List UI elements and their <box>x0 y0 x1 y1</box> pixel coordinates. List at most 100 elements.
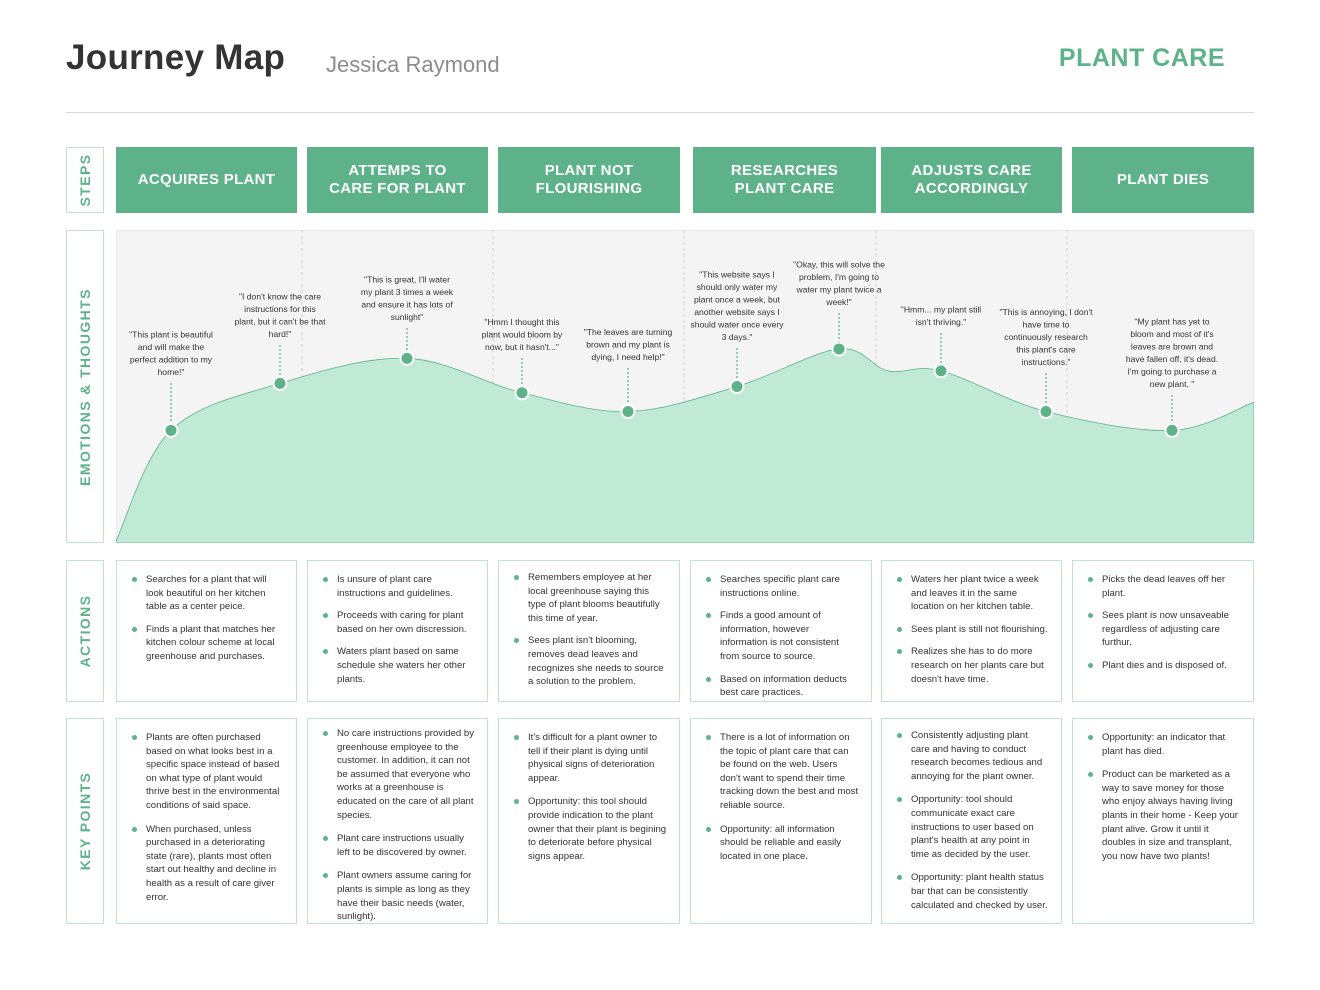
list-item: There is a lot of information on the top… <box>703 731 859 813</box>
list-item: Proceeds with caring for plant based on … <box>320 609 475 636</box>
emotion-quote-line: my plant 3 times a week <box>361 287 454 297</box>
step-not-flourishing: PLANT NOT FLOURISHING <box>498 147 680 213</box>
row-label-emotions: EMOTIONS & THOUGHTS <box>66 230 104 543</box>
emotion-point <box>1038 404 1054 420</box>
list-item: Waters her plant twice a week and leaves… <box>894 573 1049 614</box>
emotion-quote-line: "This is annoying, I don't <box>999 307 1093 317</box>
emotion-quote-line: now, but it hasn't..." <box>485 342 559 352</box>
step-acquires-plant: ACQUIRES PLANT <box>116 147 297 213</box>
emotion-quote-line: another website says I <box>694 307 780 317</box>
emotion-quote-line: bloom and most of it's <box>1130 329 1213 339</box>
emotion-quote: "My plant has yet to bloom and most of it… <box>1126 317 1218 390</box>
emotion-point <box>163 422 179 438</box>
list-item: Realizes she has to do more research on … <box>894 645 1049 686</box>
list-item: Sees plant is still not flourishing. <box>894 623 1049 637</box>
emotion-quote-line: should only water my <box>697 282 778 292</box>
project-title: PLANT CARE <box>1058 44 1225 72</box>
list-item: Plant care instructions usually left to … <box>320 832 475 859</box>
list-item: Sees plant isn't blooming, removes dead … <box>511 634 667 688</box>
actions-cell: Searches specific plant care instruction… <box>690 560 872 702</box>
list-item: Searches for a plant that will look beau… <box>129 573 284 614</box>
actions-cell: Picks the dead leaves off her plant.Sees… <box>1072 560 1254 702</box>
emotion-quote: "This plant is beautiful and will make th… <box>129 330 213 378</box>
emotion-quote-line: this plant's care <box>1016 345 1076 355</box>
list-item: Searches specific plant care instruction… <box>703 573 859 600</box>
emotion-quote-line: and will make the <box>138 342 205 352</box>
list-item: Opportunity: tool should communicate exa… <box>894 793 1049 861</box>
list-item: Opportunity: an indicator that plant has… <box>1085 731 1241 758</box>
key-points-cell: Consistently adjusting plant care and ha… <box>881 718 1062 924</box>
list-item: Based on information deducts best care p… <box>703 673 859 700</box>
page-title: Journey Map <box>66 38 286 77</box>
emotion-point <box>1164 422 1180 438</box>
actions-cell: Waters her plant twice a week and leaves… <box>881 560 1062 702</box>
emotion-quote-line: "This is great, I'll water <box>364 275 450 285</box>
row-label-actions: ACTIONS <box>66 560 104 702</box>
list-item: When purchased, unless purchased in a de… <box>129 823 284 905</box>
emotion-quote-line: should water once every <box>690 320 784 330</box>
step-plant-dies: PLANT DIES <box>1072 147 1254 213</box>
emotion-quote-line: "This website says I <box>699 270 775 280</box>
emotion-quote-line: continuously research <box>1004 332 1088 342</box>
emotion-point <box>399 350 415 366</box>
persona-name: Jessica Raymond <box>326 52 500 77</box>
key-points-cell: No care instructions provided by greenho… <box>307 718 488 924</box>
emotion-quote-line: and ensure it has lots of <box>361 300 453 310</box>
emotion-quote-line: plant once a week, but <box>694 295 781 305</box>
step-attempts-care: ATTEMPS TO CARE FOR PLANT <box>307 147 488 213</box>
list-item: Remembers employee at her local greenhou… <box>511 571 667 625</box>
key-points-cell: Opportunity: an indicator that plant has… <box>1072 718 1254 924</box>
emotion-quote-line: brown and my plant is <box>586 340 670 350</box>
list-item: Opportunity: plant health status bar tha… <box>894 871 1049 912</box>
emotion-quote-line: "Hmm... my plant still <box>901 305 981 315</box>
emotion-quote-line: "My plant has yet to <box>1134 317 1209 327</box>
emotion-quote: "This website says I should only water my… <box>690 270 784 343</box>
list-item: Waters plant based on same schedule she … <box>320 645 475 686</box>
list-item: Sees plant is now unsaveable regardless … <box>1085 609 1241 650</box>
emotion-quote-line: dying, I need help!" <box>591 352 664 362</box>
actions-cell: Remembers employee at her local greenhou… <box>498 560 680 702</box>
list-item: It's difficult for a plant owner to tell… <box>511 731 667 785</box>
emotion-quote-line: have time to <box>1023 320 1070 330</box>
step-adjusts-care: ADJUSTS CARE ACCORDINGLY <box>881 147 1062 213</box>
emotion-quote-line: have fallen off, it's dead. <box>1126 354 1218 364</box>
emotion-quote-line: isn't thriving." <box>916 317 967 327</box>
list-item: Plant dies and is disposed of. <box>1085 659 1241 673</box>
emotion-quote: "Okay, this will solve the problem, I'm g… <box>793 260 885 308</box>
key-points-cell: Plants are often purchased based on what… <box>116 718 297 924</box>
row-label-emotions-text: EMOTIONS & THOUGHTS <box>77 287 93 486</box>
list-item: Product can be marketed as a way to save… <box>1085 768 1241 863</box>
emotion-quote-line: "Okay, this will solve the <box>793 260 885 270</box>
emotion-quote-line: instructions for this <box>244 304 316 314</box>
emotion-quote-line: plant, but it can't be that <box>235 317 327 327</box>
row-label-actions-text: ACTIONS <box>77 594 93 668</box>
row-label-key-points-text: KEY POINTS <box>77 771 93 871</box>
list-item: Finds a good amount of information, howe… <box>703 609 859 663</box>
row-label-steps: STEPS <box>66 147 104 213</box>
emotion-quote-line: water my plant twice a <box>795 285 881 295</box>
step-researches: RESEARCHES PLANT CARE <box>693 147 876 213</box>
emotion-quote-line: week!" <box>825 297 852 307</box>
emotion-quote-line: "This plant is beautiful <box>129 330 213 340</box>
list-item: Plant owners assume caring for plants is… <box>320 869 475 923</box>
emotion-quote-line: problem, I'm going to <box>799 272 879 282</box>
list-item: Consistently adjusting plant care and ha… <box>894 729 1049 783</box>
emotion-curve-chart: "This plant is beautiful and will make th… <box>116 230 1254 543</box>
emotion-point <box>514 385 530 401</box>
emotion-quote-line: home!" <box>158 367 185 377</box>
emotion-quote-line: sunlight" <box>391 312 424 322</box>
emotion-quote: "I don't know the care instructions for t… <box>235 292 327 340</box>
list-item: No care instructions provided by greenho… <box>320 727 475 822</box>
actions-cell: Searches for a plant that will look beau… <box>116 560 297 702</box>
list-item: Plants are often purchased based on what… <box>129 731 284 813</box>
key-points-cell: It's difficult for a plant owner to tell… <box>498 718 680 924</box>
emotion-point <box>272 375 288 391</box>
emotion-quote-line: "I don't know the care <box>239 292 321 302</box>
row-label-steps-text: STEPS <box>77 153 93 207</box>
emotion-quote: "This is great, I'll water my plant 3 tim… <box>361 275 454 323</box>
list-item: Finds a plant that matches her kitchen c… <box>129 623 284 664</box>
emotion-quote: "Hmm... my plant still isn't thriving." <box>901 305 981 328</box>
emotion-quote-line: I'm going to purchase a <box>1127 367 1216 377</box>
